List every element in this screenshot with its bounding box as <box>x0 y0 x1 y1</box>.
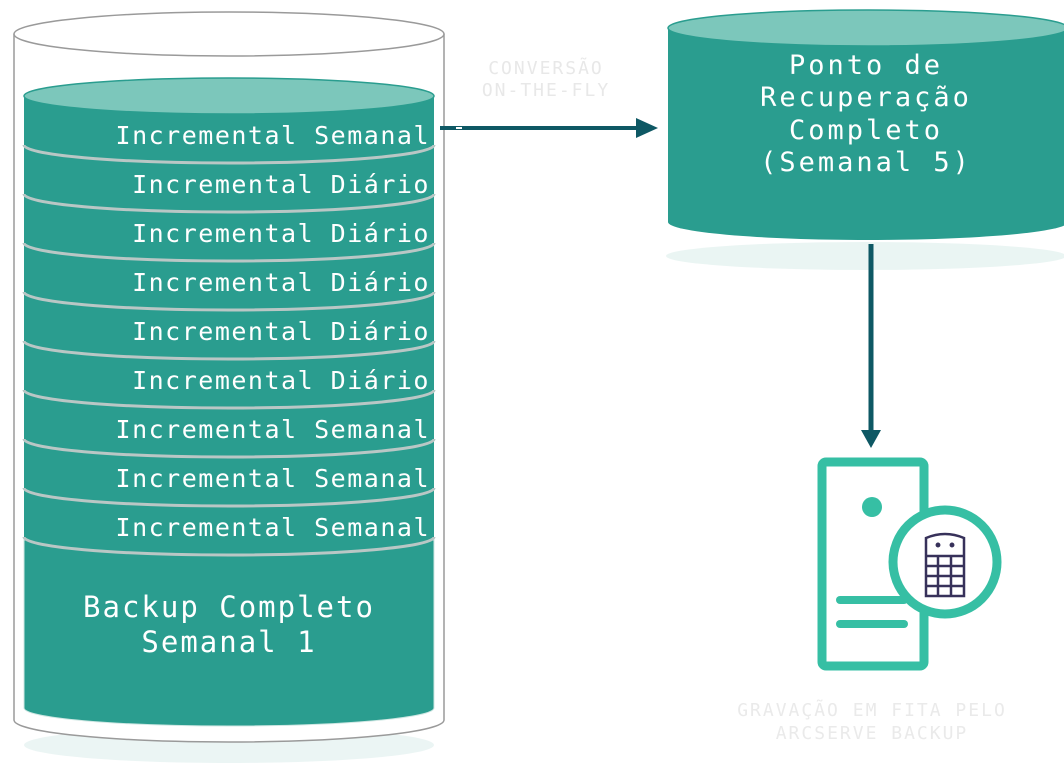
layer-rim <box>22 389 436 410</box>
layer-rim <box>22 487 436 508</box>
layer-rim <box>22 340 436 361</box>
stack-top-cap <box>23 77 435 115</box>
conversion-arrow <box>440 118 658 138</box>
recovery-point-cylinder <box>666 9 1064 270</box>
layer-band <box>24 96 434 163</box>
tape-arrow <box>861 244 881 448</box>
layer-rim <box>22 438 436 459</box>
full-backup-block <box>23 539 435 727</box>
layer-rim <box>22 242 436 263</box>
incremental-layers <box>22 96 436 557</box>
server-tape-icon <box>817 457 1002 671</box>
layer-rim <box>22 536 436 557</box>
layer-rim <box>22 144 436 165</box>
layer-rim <box>22 193 436 214</box>
layer-rim <box>22 291 436 312</box>
